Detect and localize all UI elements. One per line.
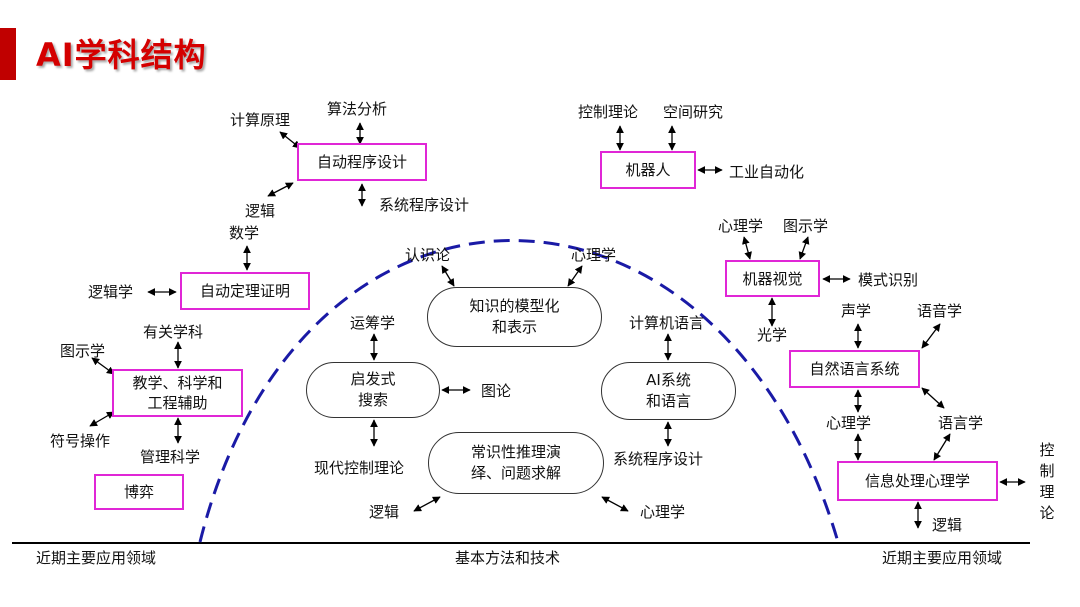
label-computer-lang: 计算机语言: [629, 314, 705, 332]
label-psychology2: 心理学: [640, 503, 686, 521]
label-symbol-ops: 符号操作: [50, 432, 111, 450]
arrow-calc-principle: [279, 131, 301, 149]
label-graphics1: 图示学: [60, 342, 106, 360]
label-linguistics: 语言学: [938, 414, 984, 432]
label-sys-design2: 系统程序设计: [613, 450, 704, 468]
box-game: 博弈: [94, 474, 184, 510]
box-vision: 机器视觉: [725, 260, 820, 297]
label-psychology1: 心理学: [571, 246, 617, 264]
arrow-psychology1: [567, 265, 583, 287]
arrow-symbol-ops: [89, 411, 115, 427]
label-psychology3: 心理学: [718, 217, 764, 235]
label-calc-principle: 计算原理: [230, 111, 291, 129]
region-label-left: 近期主要应用领域: [36, 549, 157, 567]
label-related-subjects: 有关学科: [143, 323, 204, 341]
label-control-theory1: 控制理论: [578, 103, 639, 121]
page-title: AI学科结构: [36, 36, 207, 74]
label-algo-analysis: 算法分析: [327, 100, 388, 118]
oval-ai-lang: AI系统 和语言: [601, 362, 736, 420]
label-logic2: 逻辑: [369, 503, 400, 521]
region-label-right: 近期主要应用领域: [882, 549, 1003, 567]
arrow-logic2: [413, 496, 441, 512]
dashed-arch: [198, 239, 840, 543]
label-graph-theory: 图论: [481, 382, 512, 400]
label-math: 数学: [229, 224, 260, 242]
label-sys-design1: 系统程序设计: [379, 196, 470, 214]
label-logic1: 逻辑: [245, 202, 276, 220]
label-operations: 运筹学: [350, 314, 396, 332]
title-accent-bar: [0, 28, 16, 80]
label-phonetics: 语音学: [917, 302, 963, 320]
label-pattern-recog: 模式识别: [858, 271, 919, 289]
box-nlp: 自然语言系统: [789, 350, 920, 388]
label-control-theory2: 控 制 理 论: [1039, 441, 1055, 522]
label-logic3: 逻辑: [932, 516, 963, 534]
region-label-center: 基本方法和技术: [455, 549, 561, 567]
label-graphics2: 图示学: [783, 217, 829, 235]
box-auto-program: 自动程序设计: [297, 143, 427, 181]
oval-reasoning: 常识性推理演 绎、问题求解: [428, 432, 604, 494]
label-psychology4: 心理学: [826, 414, 872, 432]
box-teaching: 教学、科学和 工程辅助: [112, 369, 243, 417]
arrow-logic1: [267, 182, 294, 197]
label-space-research: 空间研究: [663, 103, 724, 121]
arrow-graphics2: [798, 236, 810, 260]
label-logic-science: 逻辑学: [88, 283, 134, 301]
label-epistemology: 认识论: [405, 246, 451, 264]
arrow-psychology2: [601, 496, 629, 512]
arrow-psychology3: [742, 236, 752, 260]
arrow-graphics1: [91, 357, 115, 375]
oval-knowledge: 知识的模型化 和表示: [427, 287, 602, 347]
arrow-linguistics: [921, 387, 945, 409]
label-acoustics: 声学: [841, 302, 872, 320]
arrow-phonetics: [921, 323, 941, 349]
box-info-psych: 信息处理心理学: [837, 461, 998, 501]
arrow-epistemology: [441, 265, 455, 287]
box-theorem: 自动定理证明: [180, 272, 310, 310]
arrow-linguistics-info: [933, 433, 951, 461]
label-modern-control: 现代控制理论: [314, 459, 405, 477]
oval-search: 启发式 搜索: [306, 362, 440, 418]
label-optics: 光学: [757, 326, 788, 344]
box-robot: 机器人: [600, 151, 696, 189]
label-industry-auto: 工业自动化: [729, 163, 805, 181]
label-mgmt-science: 管理科学: [140, 448, 201, 466]
